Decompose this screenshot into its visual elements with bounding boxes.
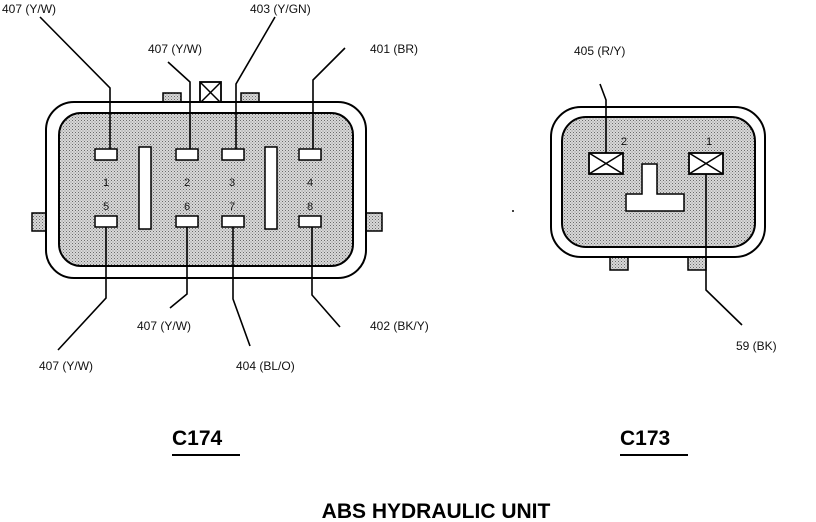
connector-c174: 1 2 3 4 5 6 7 8 407 (Y/W) 407 (Y/W) 403 … (2, 2, 429, 456)
c174-pin-number: 1 (103, 177, 109, 189)
c174-wire-pin-2 (167, 61, 191, 149)
c174-wire-label-pin-5: 407 (Y/W) (39, 359, 93, 373)
c174-pin-number: 3 (229, 177, 235, 189)
c173-terminal-2 (588, 152, 624, 175)
c173-pin-number: 2 (621, 136, 627, 148)
c174-terminal-2 (175, 148, 199, 161)
c174-polarizing-bar-left (138, 146, 152, 230)
c174-wire-label-pin-4: 401 (BR) (370, 42, 418, 56)
c174-pin-number: 2 (184, 177, 190, 189)
c174-key-icon (199, 81, 222, 104)
c174-pin-number: 7 (229, 201, 235, 213)
scan-dot (512, 210, 514, 212)
c174-wire-pin-4 (312, 47, 346, 149)
c173-wire-label-pin-2: 405 (R/Y) (574, 44, 625, 58)
c173-terminal-1 (688, 152, 724, 175)
c174-wire-label-pin-2: 407 (Y/W) (148, 42, 202, 56)
c174-inner-face (58, 112, 354, 267)
c174-wire-pin-3 (235, 16, 276, 149)
c174-wire-pin-8 (311, 227, 341, 328)
c173-wire-pin-2 (599, 83, 607, 153)
c173-wire-label-pin-1: 59 (BK) (736, 339, 777, 353)
c174-pin-number: 4 (307, 177, 313, 189)
c174-wire-pin-6 (169, 227, 188, 309)
c173-inner-face (561, 116, 756, 248)
c174-terminal-4 (298, 148, 322, 161)
c174-terminal-7 (221, 215, 245, 228)
c174-wire-label-pin-1: 407 (Y/W) (2, 2, 56, 16)
c174-terminal-5 (94, 215, 118, 228)
c174-pin-number: 6 (184, 201, 190, 213)
diagram-title: ABS HYDRAULIC UNIT (322, 500, 551, 522)
c174-terminal-3 (221, 148, 245, 161)
connector-c173: 2 1 405 (R/Y) 59 (BK) C173 (550, 44, 777, 456)
c174-wire-label-pin-6: 407 (Y/W) (137, 319, 191, 333)
c174-pin-number: 5 (103, 201, 109, 213)
c174-wire-label-pin-8: 402 (BK/Y) (370, 319, 429, 333)
c173-pin-number: 1 (706, 136, 712, 148)
c174-wire-pin-7 (232, 227, 251, 347)
c174-wire-label-pin-7: 404 (BL/O) (236, 359, 295, 373)
c174-connector-name: C174 (172, 427, 223, 450)
c173-wire-pin-1 (705, 174, 743, 326)
c173-connector-name: C173 (620, 427, 670, 450)
c174-wire-pin-1 (39, 16, 111, 149)
c174-wire-pin-5 (57, 227, 107, 351)
c174-terminal-6 (175, 215, 199, 228)
c174-terminal-1 (94, 148, 118, 161)
c173-key-block (625, 163, 685, 212)
c174-wire-label-pin-3: 403 (Y/GN) (250, 2, 311, 16)
c174-polarizing-bar-right (264, 146, 278, 230)
c174-pin-number: 8 (307, 201, 313, 213)
c174-terminal-8 (298, 215, 322, 228)
